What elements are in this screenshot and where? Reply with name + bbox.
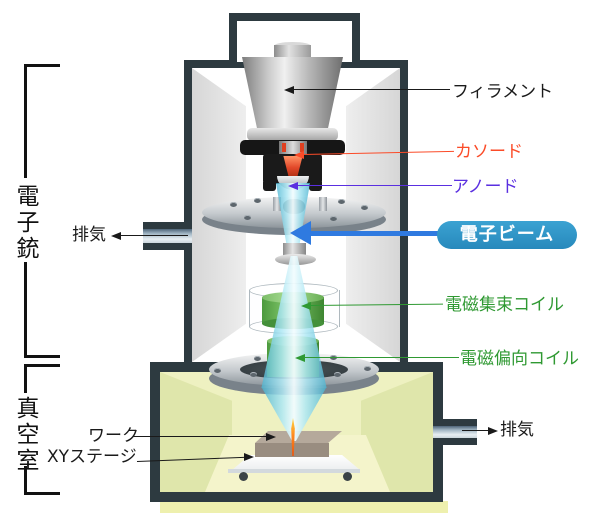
vacuum-bracket-lower (24, 466, 27, 494)
cathode-emitter (283, 156, 303, 177)
electron-gun-label: 電子銃 (12, 184, 38, 262)
stage-wheel-left (239, 472, 248, 481)
exhaust-left-arrow-line (119, 235, 188, 236)
ring-bolt (250, 372, 257, 377)
filament-wire-left (282, 143, 286, 152)
exhaust-pipe-left-collar-top (143, 222, 192, 229)
cathode-housing-wing-left (263, 182, 276, 191)
cathode-pointer-head (294, 150, 304, 159)
exhaust-pipe-left-collar-bottom (143, 243, 192, 250)
electron-beam-badge: 電子ビーム (437, 221, 577, 249)
anode-label: アノード (452, 177, 519, 197)
filament-label: フィラメント (452, 82, 554, 102)
exhaust-right-arrow-line (462, 430, 489, 431)
anode-bolt (330, 216, 337, 221)
xy-stage-pointer-head (244, 452, 254, 461)
vacuum-bracket-bottom-tick (24, 492, 60, 495)
exhaust-pipe-right-collar-top (433, 419, 477, 426)
deflection-coil-pointer-head (295, 353, 305, 362)
exhaust-pipe-right-collar-bottom (433, 438, 477, 445)
anode-bolt (230, 202, 237, 207)
filament-top-cylinder (274, 45, 311, 58)
filament-pointer-line (293, 89, 450, 90)
cathode-housing-wing-right (309, 182, 322, 191)
vacuum-bracket-top-tick (24, 364, 60, 367)
filament-pointer-head (284, 85, 294, 94)
focusing-coil-pointer-head (301, 301, 311, 310)
anode-bolt (338, 199, 345, 204)
ring-bolt (334, 372, 341, 377)
exhaust-pipe-right (433, 426, 477, 438)
workpiece-label: ワーク (88, 426, 139, 446)
anode-tab-right (319, 197, 327, 211)
gun-bracket-lower (24, 262, 27, 358)
floor-shadow (160, 501, 448, 513)
vacuum-chamber-label: 真空室 (12, 396, 38, 474)
beam-pointer-head (290, 221, 311, 245)
ring-bolt (214, 368, 221, 373)
exhaust-left-label: 排気 (72, 225, 106, 245)
xy-stage-platform (232, 455, 360, 470)
xy-stage-label: XYステージ (47, 447, 137, 467)
cathode-label: カソード (455, 142, 523, 162)
exhaust-pipe-left (143, 229, 192, 243)
exhaust-right-arrow-head (488, 426, 498, 435)
anode-pointer-line (297, 185, 452, 186)
focusing-coil-label: 電磁集束コイル (445, 295, 564, 315)
gun-bracket-upper (24, 64, 27, 178)
anode-bolt (254, 198, 261, 203)
anode-tab-left (273, 197, 281, 211)
deflection-coil-pointer-line (304, 357, 459, 358)
xy-stage-edge (228, 469, 360, 473)
beam-pointer-line (308, 230, 438, 236)
filament-wire-right (300, 143, 304, 152)
exhaust-right-label: 排気 (500, 420, 534, 440)
anode-pointer-head (288, 181, 298, 190)
ring-bolt (364, 366, 371, 371)
gun-bracket-bottom-tick (24, 355, 60, 358)
stage-wheel-right (343, 472, 352, 481)
filament-foot-plate (247, 128, 338, 141)
workpiece-pointer-head (266, 432, 276, 441)
vacuum-bracket-upper (24, 364, 27, 393)
weld-flame (291, 418, 295, 456)
deflection-coil-label: 電磁偏向コイル (460, 349, 579, 369)
ring-bolt (254, 356, 261, 361)
workpiece-pointer-line (133, 436, 267, 437)
workpiece-top (255, 431, 342, 443)
gun-bracket-top-tick (24, 64, 60, 67)
exhaust-left-arrow-head (111, 231, 121, 240)
anode-bolt (361, 205, 368, 210)
anode-bolt (244, 215, 251, 220)
